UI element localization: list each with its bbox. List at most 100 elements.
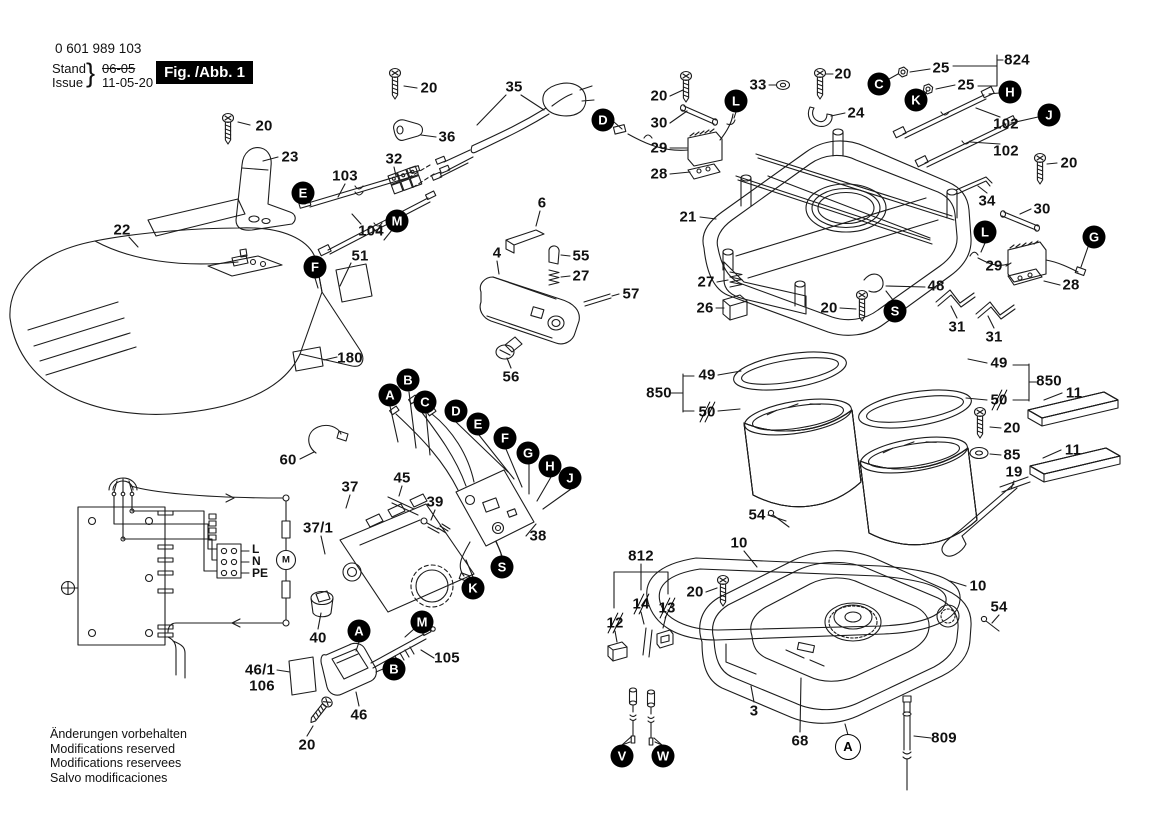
part-label-10: 10 xyxy=(969,577,987,595)
pcb-38-drawing xyxy=(390,395,534,581)
wire-badge-f: F xyxy=(303,255,327,279)
footer-line-de: Änderungen vorbehalten xyxy=(50,727,187,741)
part-label-31: 31 xyxy=(948,318,966,336)
wire-badge-s: S xyxy=(883,299,907,323)
wire-badge-c: C xyxy=(413,390,437,414)
wire-badge-c: C xyxy=(867,72,891,96)
wire-badge-b: B xyxy=(396,368,420,392)
issue-label: Issue xyxy=(52,75,84,90)
part-label-6: 6 xyxy=(537,194,547,212)
part-label-103: 103 xyxy=(332,167,358,185)
part-label-85: 85 xyxy=(1003,446,1021,464)
part-label-850: 850 xyxy=(646,384,672,402)
part-label-32: 32 xyxy=(385,150,403,168)
part-label-26: 26 xyxy=(696,299,714,317)
part-label-29: 29 xyxy=(650,139,668,157)
issue-value: 11-05-20 xyxy=(102,75,154,90)
part-label-46: 46 xyxy=(350,706,368,724)
wire-badge-j: J xyxy=(1037,103,1061,127)
suppressor-left-drawing xyxy=(613,65,1016,179)
wire-badge-g: G xyxy=(516,441,540,465)
label-plate-51 xyxy=(336,264,372,302)
gasket-10-drawing xyxy=(647,558,960,640)
part-label-33: 33 xyxy=(749,76,767,94)
part-label-48: 48 xyxy=(927,277,945,295)
part-label-24: 24 xyxy=(847,104,865,122)
probe-809-drawing xyxy=(768,510,999,790)
part-label-19: 19 xyxy=(1005,463,1023,481)
footer-line-fr: Modifications reservees xyxy=(50,756,182,770)
part-label-20: 20 xyxy=(834,65,852,83)
part-label-57: 57 xyxy=(622,285,640,303)
latch-4-drawing xyxy=(480,230,611,359)
part-label-4: 4 xyxy=(492,244,502,262)
part-label-824: 824 xyxy=(1004,51,1030,69)
part-label-31: 31 xyxy=(985,328,1003,346)
part-label-20: 20 xyxy=(650,87,668,105)
footer-notes: Änderungen vorbehalten Modifications res… xyxy=(50,727,187,785)
footer-line-en: Modifications reserved xyxy=(50,741,176,756)
schematic-terminal-pe: PE xyxy=(252,566,269,580)
foam-strips-11-drawing xyxy=(942,392,1120,556)
part-label-13: 13 xyxy=(658,599,676,617)
part-label-27: 27 xyxy=(572,267,590,285)
wiring-schematic-drawing xyxy=(62,478,296,678)
part-label-106: 106 xyxy=(249,677,275,695)
part-label-20: 20 xyxy=(298,736,316,754)
document-number: 0 601 989 103 xyxy=(55,41,142,56)
wire-badge-e: E xyxy=(291,181,315,205)
part-label-39: 39 xyxy=(426,493,444,511)
part-label-23: 23 xyxy=(281,148,299,166)
part-label-10: 10 xyxy=(730,534,748,552)
part-label-20: 20 xyxy=(255,117,273,135)
part-label-36: 36 xyxy=(438,128,456,146)
kit-812-drawing xyxy=(608,628,673,746)
part-label-20: 20 xyxy=(420,79,438,97)
badge-leader-lines xyxy=(305,74,1088,745)
part-label-812: 812 xyxy=(628,547,654,565)
part-label-37-1: 37/1 xyxy=(303,519,333,537)
part-label-809: 809 xyxy=(931,729,957,747)
part-label-30: 30 xyxy=(1033,200,1051,218)
part-label-102: 102 xyxy=(993,142,1019,160)
part-label-25: 25 xyxy=(932,59,950,77)
filter-50-right-drawing xyxy=(858,431,977,545)
wire-badge-e: E xyxy=(466,412,490,436)
wire-badge-a: A xyxy=(378,383,402,407)
part-label-60: 60 xyxy=(279,451,297,469)
wire-badge-l: L xyxy=(724,89,748,113)
figure-label: Fig. /Abb. 1 xyxy=(156,61,253,84)
part-label-20: 20 xyxy=(1060,154,1078,172)
stand-value: 06-05 xyxy=(102,61,136,76)
cable-clamp-36-drawing xyxy=(394,120,423,141)
part-label-55: 55 xyxy=(572,247,590,265)
brace-glyph: { xyxy=(86,58,96,88)
part-label-104: 104 xyxy=(358,222,384,240)
group-brackets xyxy=(477,55,1036,608)
part-label-49: 49 xyxy=(990,354,1008,372)
part-label-68: 68 xyxy=(791,732,809,750)
brush-parts-drawing xyxy=(723,177,1015,320)
power-cord-35-drawing xyxy=(408,83,594,188)
wire-badge-h: H xyxy=(538,454,562,478)
schematic-terminal-n: N xyxy=(252,554,261,568)
part-label-45: 45 xyxy=(393,469,411,487)
part-label-25: 25 xyxy=(957,76,975,94)
leader-lines xyxy=(129,69,1062,745)
suppressor-right-drawing xyxy=(970,211,1086,285)
part-label-50: 50 xyxy=(698,403,716,421)
panel-37-drawing xyxy=(340,494,474,612)
part-label-3: 3 xyxy=(749,702,759,720)
wire-badge-b: B xyxy=(382,657,406,681)
wire-badge-f: F xyxy=(493,426,517,450)
part-label-50: 50 xyxy=(990,391,1008,409)
schematic-terminal-l: L xyxy=(252,542,260,556)
part-label-54: 54 xyxy=(748,506,766,524)
filter-50-left-drawing xyxy=(742,393,861,507)
stand-label: Stand xyxy=(52,61,86,76)
seal-49-right-drawing xyxy=(856,383,974,434)
part-label-40: 40 xyxy=(309,629,327,647)
wire-badge-a: A xyxy=(835,734,861,760)
